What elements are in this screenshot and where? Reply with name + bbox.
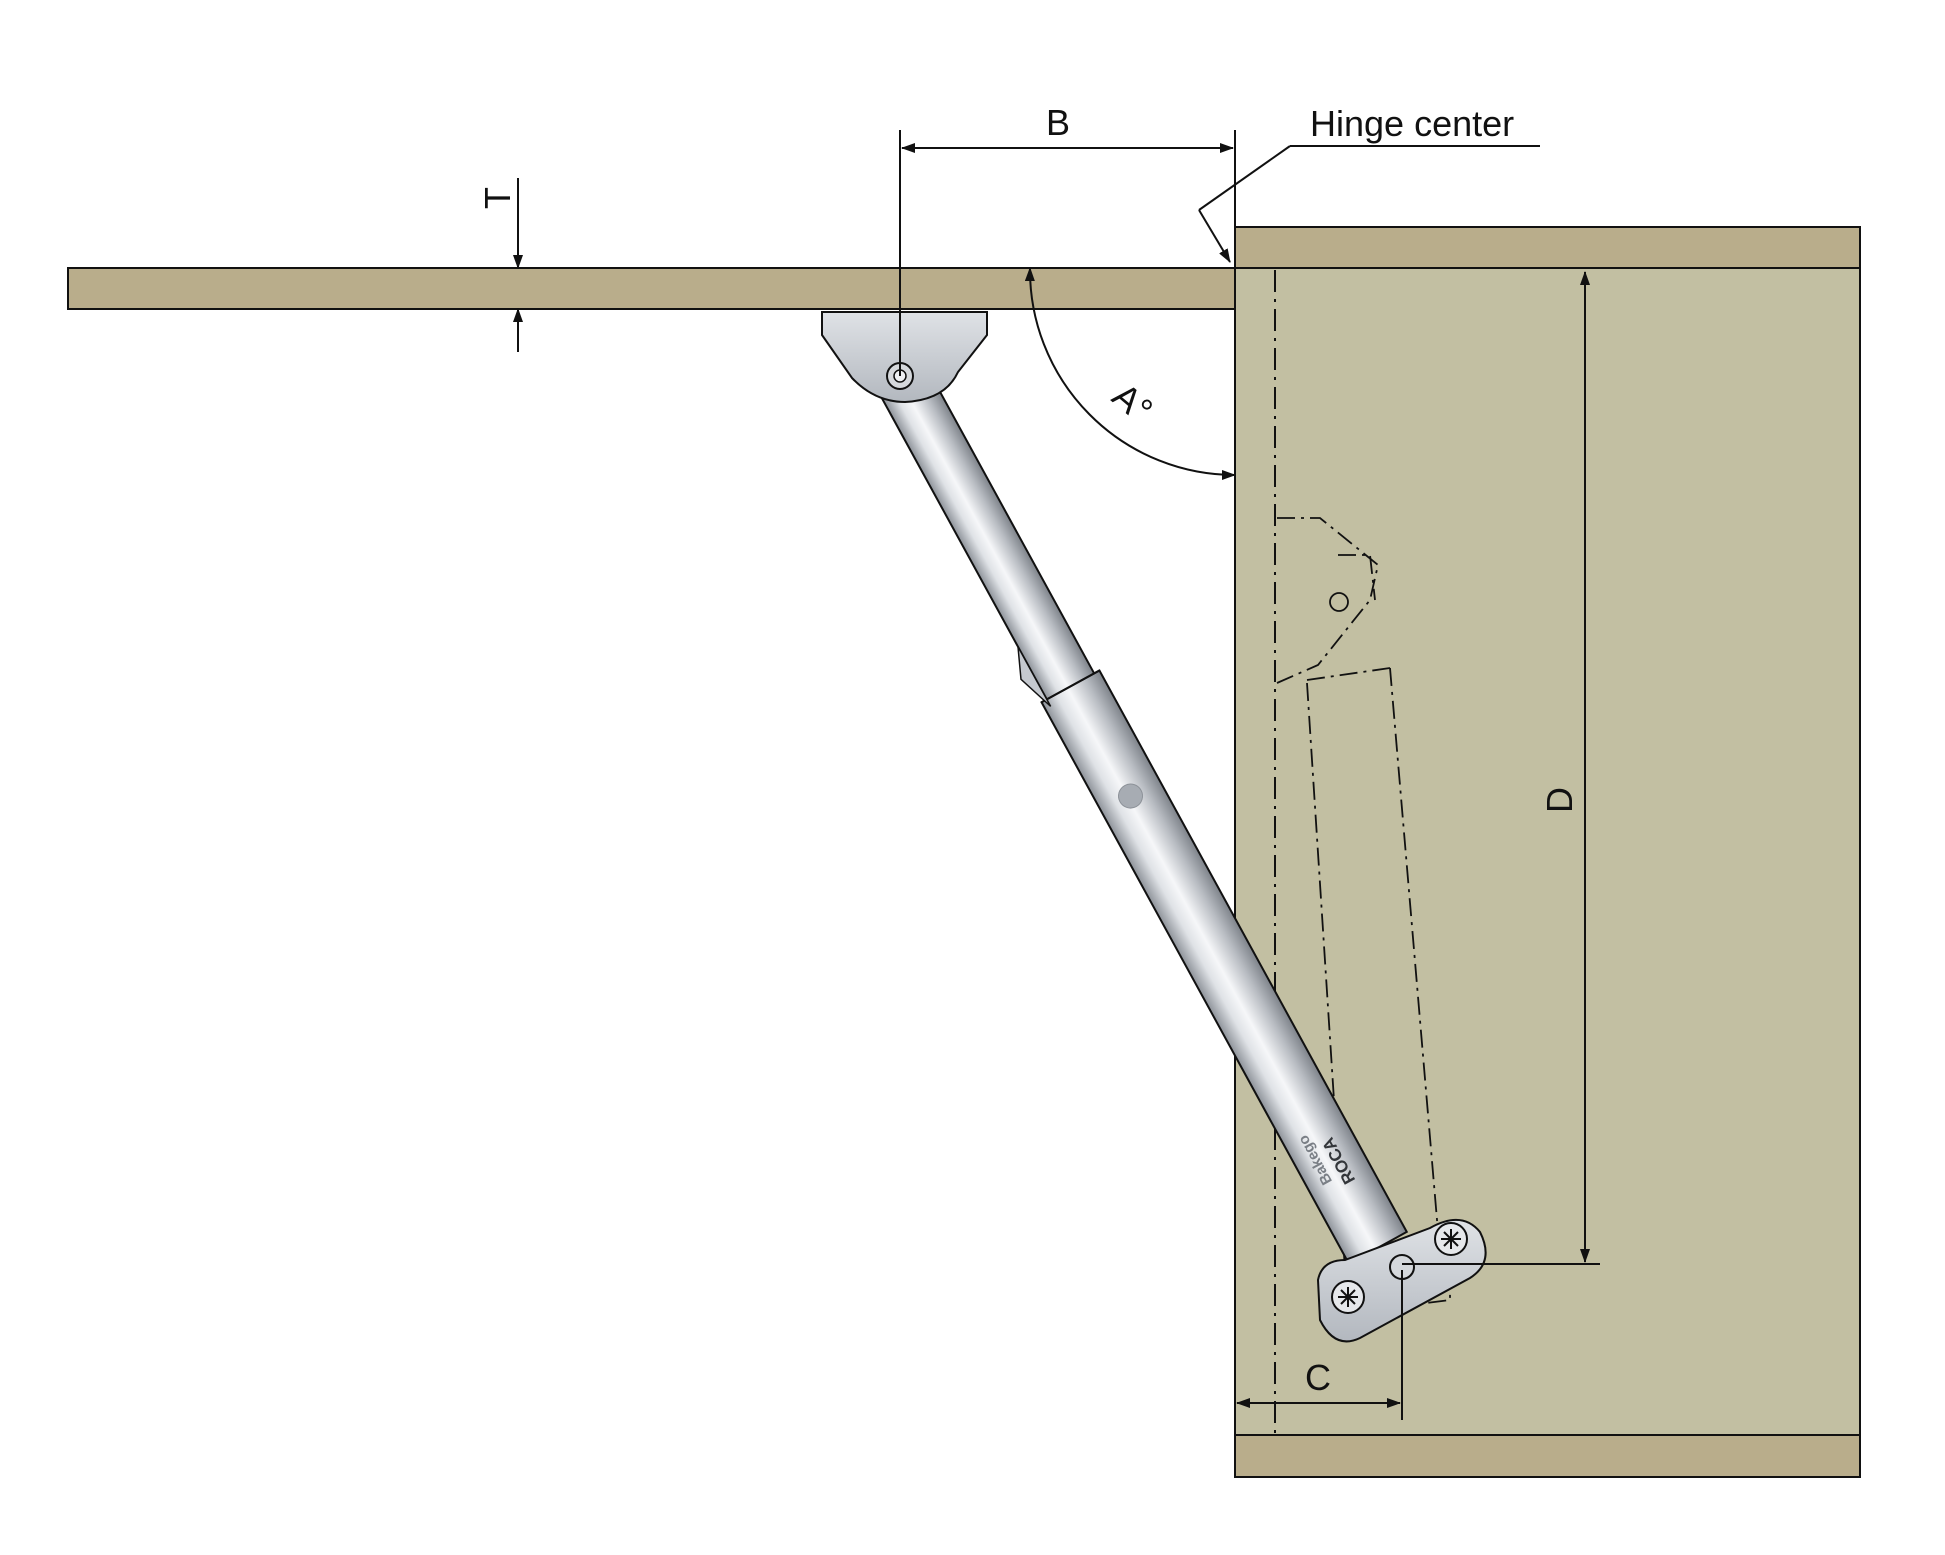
strut-upper-rod — [874, 360, 1098, 706]
dimension-d — [1402, 271, 1600, 1265]
dimension-d-label: D — [1539, 787, 1580, 813]
phantom-pivot — [1329, 592, 1349, 612]
lid-board — [67, 267, 1236, 310]
dimension-b — [899, 130, 1236, 376]
lid-mount-plate — [821, 311, 988, 404]
cabinet-top-board — [1234, 226, 1861, 269]
cabinet-bottom-board — [1234, 1434, 1861, 1478]
hinge-center-label: Hinge center — [1310, 103, 1514, 144]
dimension-t-label: T — [477, 187, 518, 209]
gas-strut: Bakego ROCA — [874, 360, 1409, 1265]
hinge-center-leader — [1198, 145, 1540, 263]
dimension-c — [1236, 1270, 1403, 1420]
strut-dimple — [1118, 783, 1144, 809]
strut-fin — [1017, 646, 1052, 707]
dimension-b-label: B — [1046, 102, 1070, 143]
dimension-c-label: C — [1305, 1357, 1331, 1398]
dimension-a-arc — [1024, 267, 1236, 480]
dimension-a-label: A° — [1105, 375, 1161, 431]
